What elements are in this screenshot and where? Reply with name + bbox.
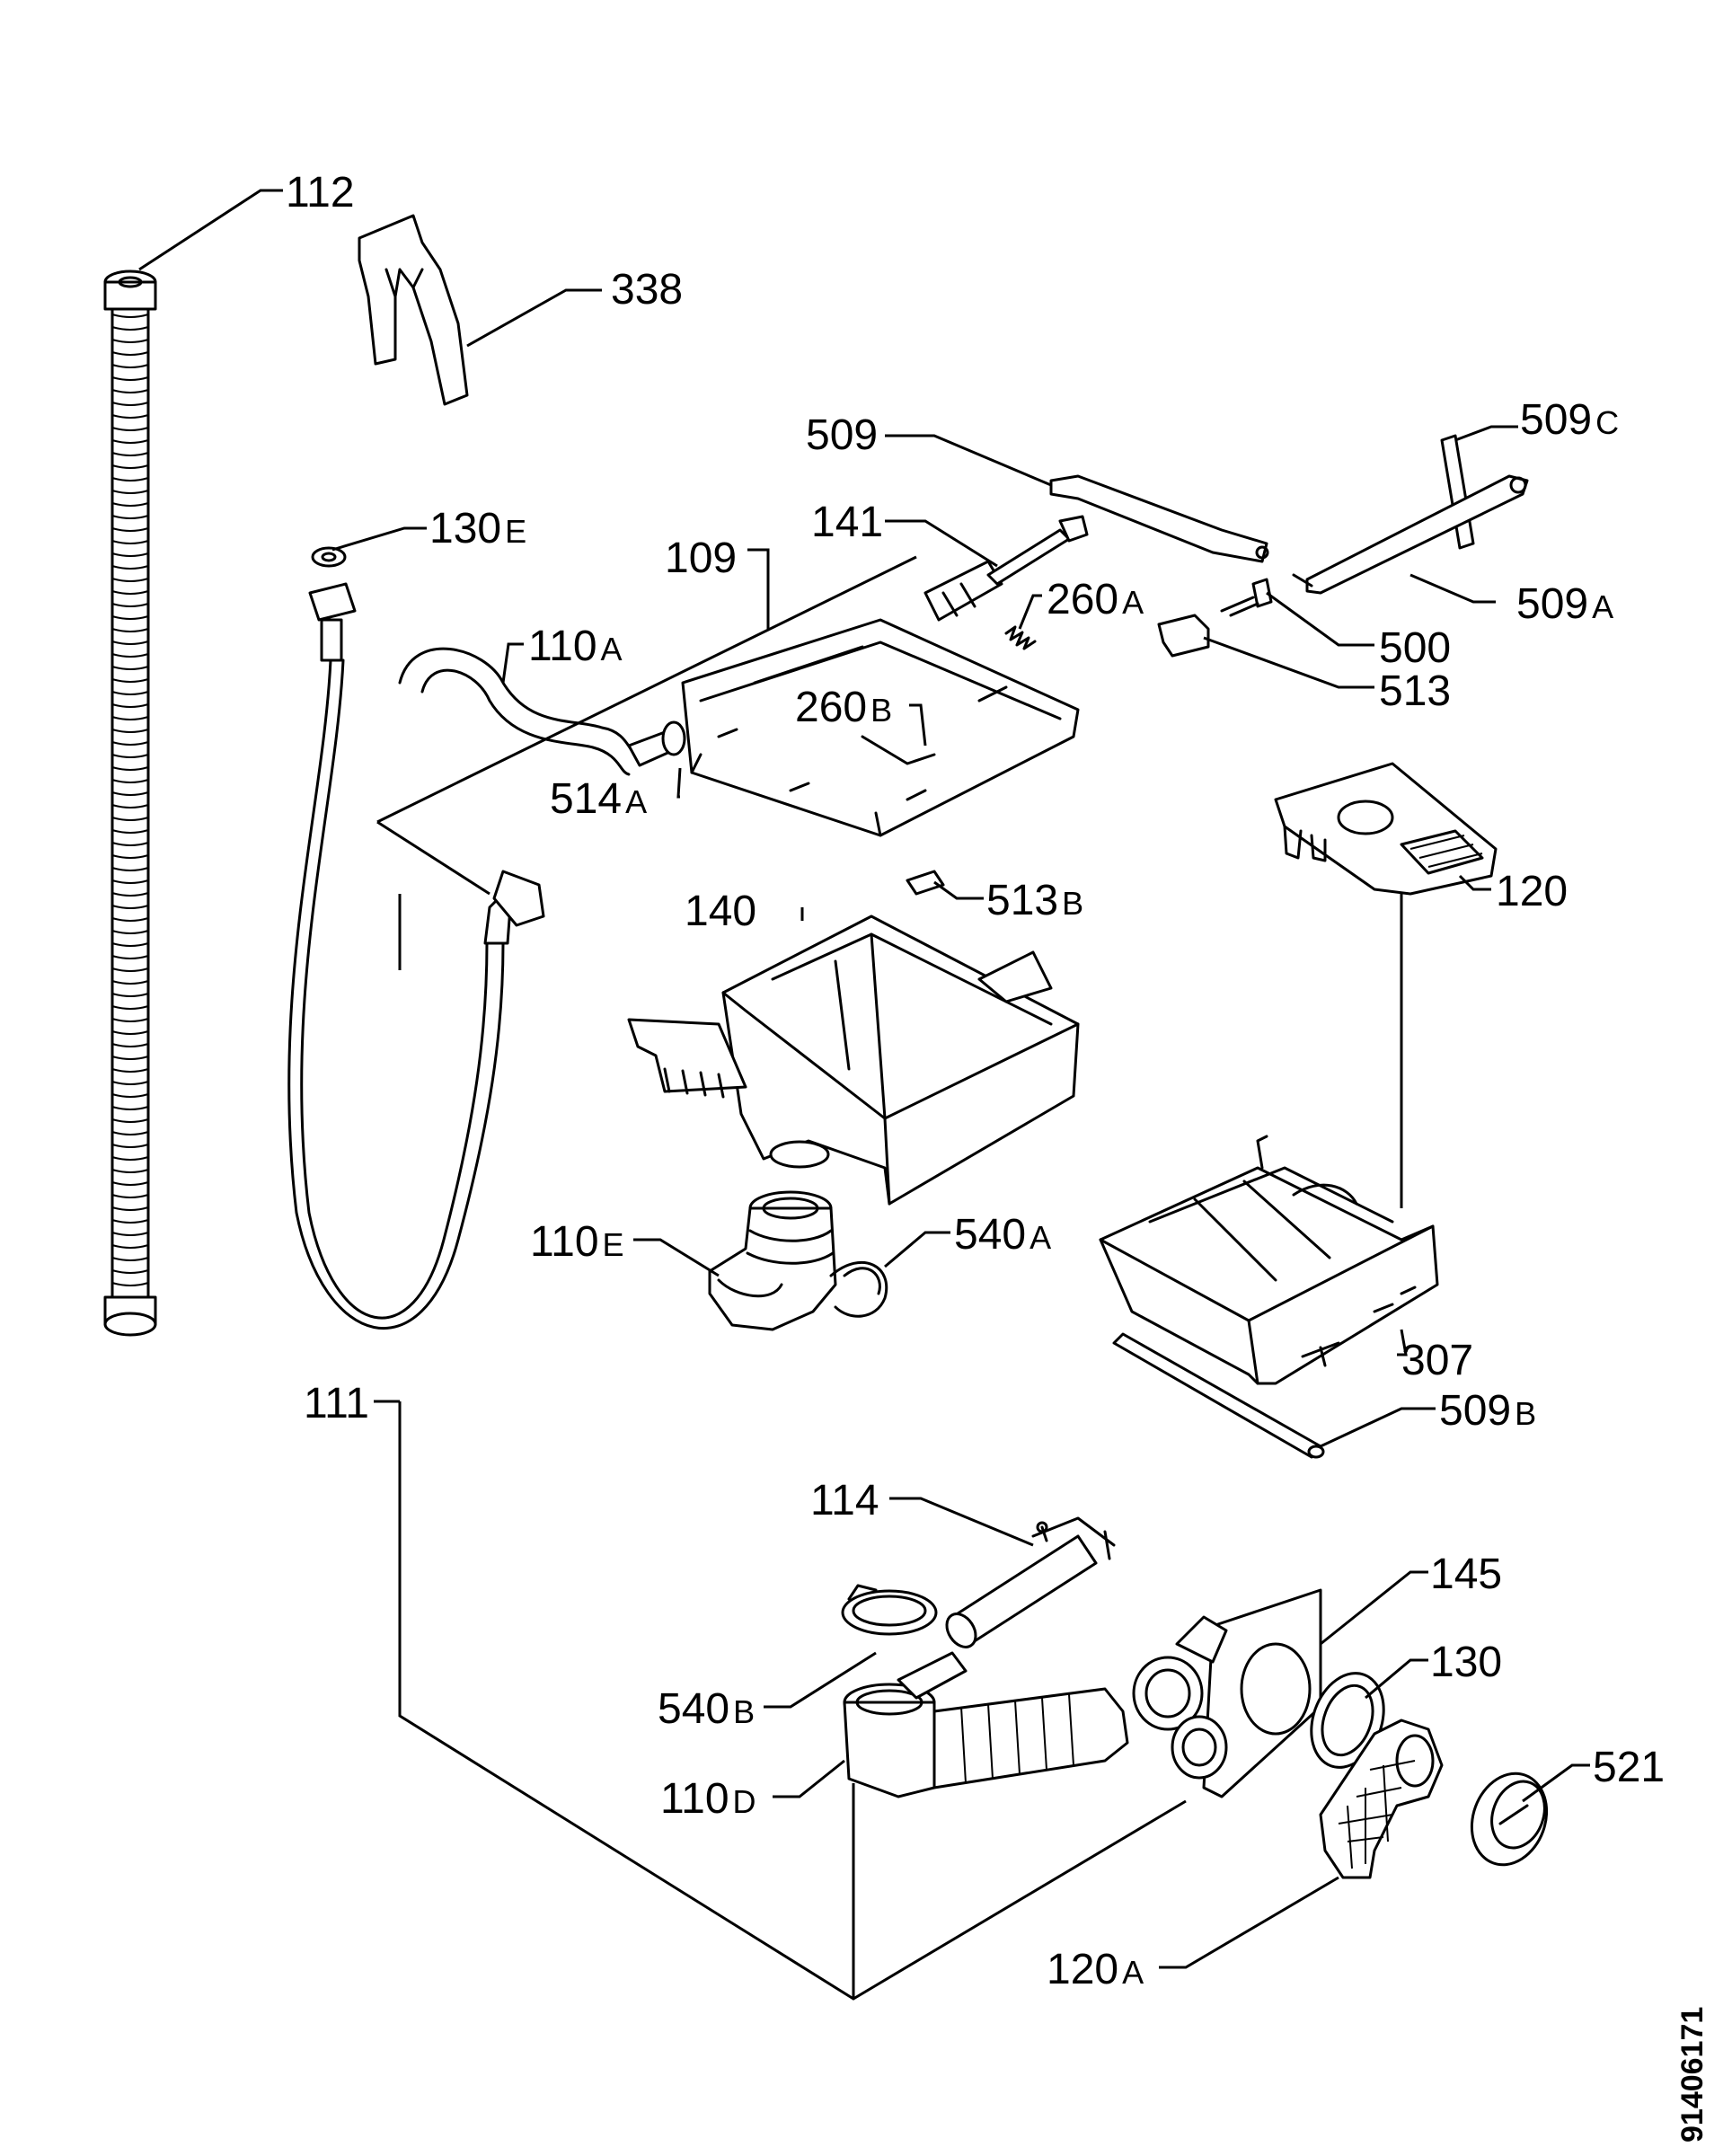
- part-120-lid: [1274, 762, 1498, 896]
- part-110a-hose: [398, 647, 686, 776]
- part-500-513-clip: [1157, 578, 1273, 658]
- label-140: 140: [685, 888, 756, 935]
- label-130: 130: [1430, 1639, 1502, 1686]
- label-111: 111: [304, 1380, 369, 1427]
- label-114: 114: [810, 1477, 879, 1524]
- label-521: 521: [1593, 1744, 1665, 1791]
- label-500: 500: [1379, 624, 1451, 672]
- part-260a-spring: [1004, 625, 1037, 650]
- label-307: 307: [1401, 1337, 1473, 1384]
- label-141: 141: [811, 499, 883, 546]
- part-120a-filter: [1319, 1719, 1444, 1879]
- leader-lines: [138, 189, 1590, 2001]
- part-114-pipe: [945, 1516, 1116, 1648]
- part-513b-clip: [906, 870, 945, 896]
- part-509-lever: [1049, 474, 1269, 563]
- part-141-valve: [923, 515, 1089, 622]
- part-307-detergent-drawer: [1099, 1135, 1439, 1385]
- part-540b-clamp: [841, 1584, 938, 1636]
- part-112-corrugated-hose: [103, 270, 157, 1337]
- part-145-pump-housing: [1132, 1588, 1322, 1798]
- label-112: 112: [286, 169, 355, 216]
- part-509c-509a-lever: [1292, 434, 1529, 595]
- part-540a-clamp: [829, 1260, 888, 1318]
- part-109-top-plate: [681, 618, 1080, 837]
- label-338: 338: [611, 266, 683, 314]
- part-110d-sump-hose: [843, 1651, 1129, 1798]
- label-513: 513: [1379, 667, 1451, 715]
- label-120: 120: [1496, 868, 1568, 915]
- part-110e-bellows: [708, 1190, 837, 1331]
- label-509: 509: [806, 411, 878, 459]
- part-521-cap: [1470, 1772, 1549, 1867]
- part-130e-washer: [311, 546, 347, 568]
- part-338-hose-guide: [358, 214, 469, 406]
- label-145: 145: [1430, 1551, 1502, 1598]
- part-111-inlet-hose: [287, 582, 545, 1330]
- part-140-dispenser-housing: [627, 915, 1080, 1206]
- document-id: 91406171: [1675, 2007, 1710, 2143]
- label-109: 109: [665, 535, 737, 582]
